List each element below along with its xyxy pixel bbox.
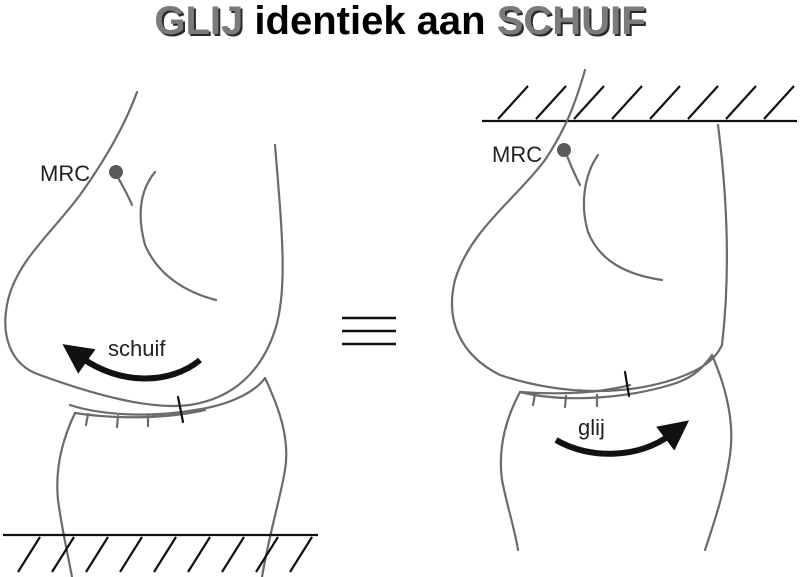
left-tibia-right-contour: [260, 376, 288, 577]
left-tick-4: [176, 395, 185, 424]
left-schuif-label: schuif: [108, 336, 166, 361]
left-tibia-top-line: [73, 408, 207, 419]
right-glij-arrow: [554, 420, 690, 457]
title-word-glij: GLIJ: [154, 0, 244, 43]
right-tick-4: [623, 370, 631, 398]
left-femur-outer-contour: [4, 90, 284, 408]
left-mrc-dot: [109, 165, 123, 179]
left-tick-2: [115, 414, 120, 429]
right-ground: [482, 85, 797, 123]
right-tick-2: [563, 394, 568, 409]
right-mrc-label: MRC: [492, 142, 542, 167]
left-tick-1: [84, 412, 90, 427]
right-mrc-dot: [557, 143, 571, 157]
title-phrase-identiek-aan: identiek aan: [254, 0, 486, 43]
left-mrc-label: MRC: [40, 161, 90, 186]
left-ground: [3, 533, 318, 573]
right-femur-right-contour: [716, 123, 729, 347]
right-tibia-left-contour: [499, 390, 522, 552]
right-tibia-right-contour: [703, 353, 733, 552]
right-tick-1: [531, 392, 537, 407]
title-word-schuif: SCHUIF: [496, 0, 646, 43]
left-joint-upper-line: [68, 376, 267, 416]
left-femur-inner-contour: [139, 170, 218, 302]
diagram-title: GLIJ identiek aan SCHUIF: [0, 0, 800, 42]
right-joint-upper-line: [518, 353, 714, 400]
right-glij-label: glij: [578, 415, 605, 440]
right-tibia-top-line: [518, 383, 632, 395]
right-femur-inner-contour: [582, 153, 664, 282]
left-schuif-arrow: [62, 344, 202, 382]
right-femur-outer-contour: [450, 68, 724, 393]
left-tibia-left-contour: [56, 411, 77, 577]
equivalence-sign: [342, 316, 396, 346]
